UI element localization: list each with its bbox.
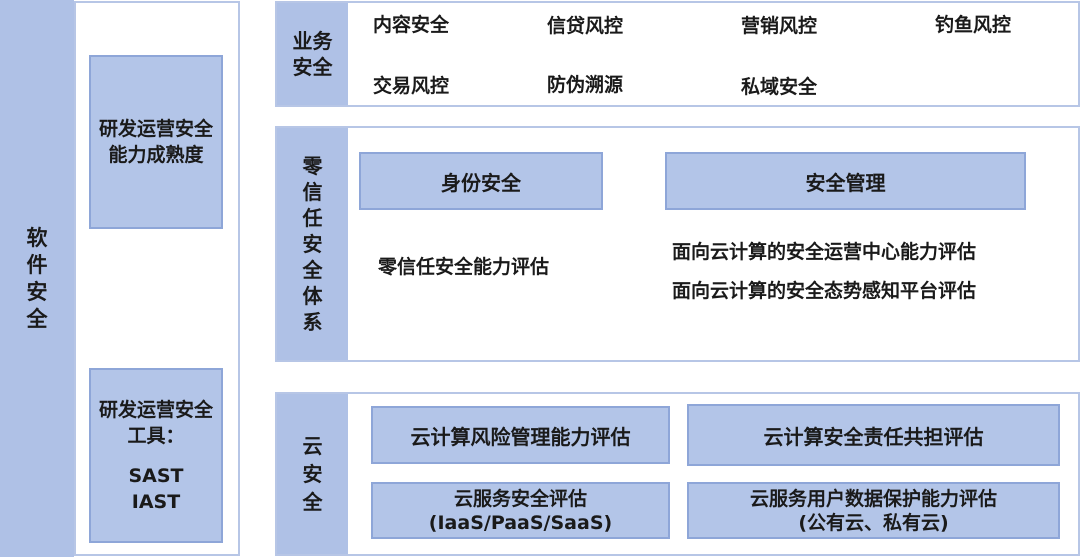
security-management-box: 安全管理 [665, 152, 1026, 210]
tool-item-iast: IAST [131, 490, 181, 513]
cloud-soc-assessment: 面向云计算的安全运营中心能力评估 [672, 241, 977, 263]
cloud-risk-box: 云计算风险管理能力评估 [371, 406, 670, 464]
cloud-security-label: 云安全 [277, 394, 348, 554]
cloud-situation-assessment: 面向云计算的安全态势感知平台评估 [672, 280, 977, 302]
business-item-marketing: 营销风控 [741, 15, 818, 37]
zero-trust-assessment: 零信任安全能力评估 [378, 256, 550, 278]
business-item-phishing: 钓鱼风控 [935, 14, 1012, 36]
business-item-private-domain: 私域安全 [741, 76, 818, 98]
tools-line1: 研发运营安全 [98, 398, 213, 421]
software-security-text: 软件安全 [26, 225, 48, 331]
maturity-box: 研发运营安全 能力成熟度 [89, 55, 223, 229]
software-security-label: 软件安全 [0, 0, 74, 557]
business-security-panel [275, 1, 1080, 107]
business-item-content: 内容安全 [373, 14, 450, 36]
business-item-anticounterfeit: 防伪溯源 [547, 74, 624, 96]
business-item-credit: 信贷风控 [547, 15, 624, 37]
business-security-label: 业务 安全 [277, 3, 348, 105]
tools-line2: 工具： [127, 424, 185, 447]
maturity-line1: 研发运营安全 [98, 118, 213, 140]
tool-item-sast: SAST [128, 464, 184, 487]
cloud-data-protection-box: 云服务用户数据保护能力评估 (公有云、私有云) [687, 482, 1060, 539]
tools-box: 研发运营安全 工具： SAST IAST [89, 368, 223, 543]
cloud-service-box: 云服务安全评估 (IaaS/PaaS/SaaS) [371, 482, 670, 539]
cloud-shared-responsibility-box: 云计算安全责任共担评估 [687, 404, 1060, 466]
identity-security-box: 身份安全 [359, 152, 603, 210]
maturity-line2: 能力成熟度 [108, 144, 204, 166]
zero-trust-label: 零信任安全体系 [277, 128, 348, 360]
business-item-transaction: 交易风控 [373, 75, 450, 97]
